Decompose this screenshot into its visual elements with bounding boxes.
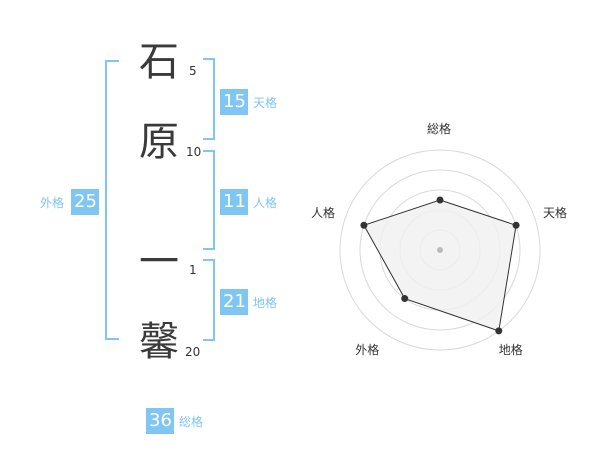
soukaku-label: 総格 [179, 415, 204, 429]
radar-point-1 [512, 221, 520, 229]
radar-point-3 [401, 295, 409, 303]
chikaku-label: 地格 [253, 296, 278, 310]
jinkaku-value: 11 [220, 189, 248, 215]
tenkaku-value: 15 [220, 89, 248, 115]
chikaku-value: 21 [220, 289, 248, 315]
stroke-count-2: 10 [186, 145, 202, 159]
stroke-count-3: 1 [189, 263, 197, 277]
radar-axis-label-1: 天格 [543, 206, 568, 221]
radar-ring [359, 169, 521, 331]
radar-point-0 [436, 196, 444, 204]
radar-axis-label-4: 人格 [310, 206, 335, 221]
soukaku-value: 36 [146, 408, 174, 434]
radar-point-4 [360, 221, 368, 229]
radar-axis-label-3: 外格 [355, 342, 380, 357]
radar-center [437, 247, 443, 253]
radar-ring [339, 149, 541, 351]
radar-axis-label-2: 地格 [498, 342, 523, 357]
stroke-count-4: 20 [185, 345, 201, 359]
name-char-1: 石 [139, 39, 179, 85]
name-char-4: 馨 [139, 319, 179, 365]
name-char-3: 一 [139, 239, 179, 285]
tenkaku-label: 天格 [253, 96, 278, 110]
name-char-2: 原 [139, 119, 179, 165]
stroke-count-1: 5 [189, 64, 197, 78]
gaikaku-value: 25 [71, 189, 99, 215]
radar-polygon [363, 199, 517, 332]
radar-point-2 [495, 327, 503, 335]
radar-axis-label-0: 総格 [427, 122, 452, 136]
gaikaku-label: 外格 [40, 196, 65, 210]
jinkaku-label: 人格 [253, 196, 278, 210]
